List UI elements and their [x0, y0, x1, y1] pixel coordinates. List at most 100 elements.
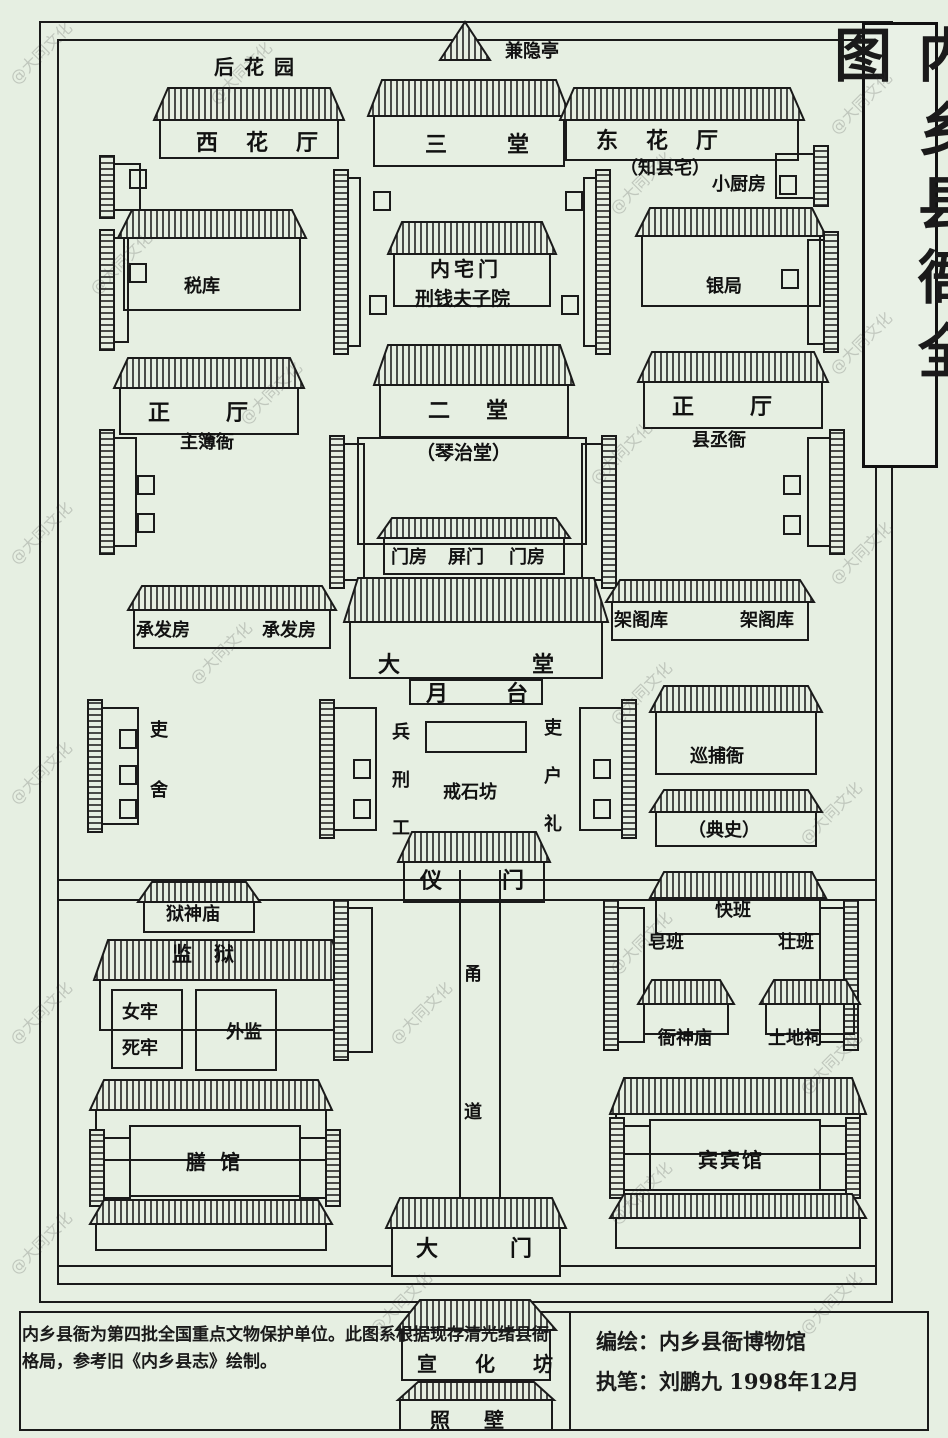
tu-di-ci-body — [765, 1003, 855, 1035]
label-jia-ge-ku-1: 架阁库 — [614, 610, 668, 631]
nei-zhai-men-roof — [386, 221, 558, 255]
cheng-fa-fang-roof — [126, 585, 338, 611]
window-6 — [119, 799, 137, 819]
window-3 — [137, 513, 155, 533]
shui-ku-body — [123, 237, 301, 311]
window-9 — [593, 759, 611, 779]
nv-si-lao — [111, 989, 183, 1069]
window-1 — [129, 263, 147, 283]
dian-shi-roof — [648, 789, 824, 813]
label-dian-shi: （典史） — [688, 820, 760, 841]
label-xi-hua-ting: 西花厅 — [196, 130, 347, 156]
shan-guan-right-roof — [325, 1129, 341, 1207]
dong-hua-ting-body — [565, 119, 799, 161]
map-artwork — [19, 20, 929, 1431]
jie-shi-fang — [425, 721, 527, 753]
window-8 — [353, 799, 371, 819]
zhu-bu-wing-roof — [99, 429, 115, 555]
er-tang-roof — [372, 344, 576, 386]
shan-guan-right-body — [299, 1137, 327, 1199]
xi-hua-ting-body — [159, 119, 339, 159]
zheng-ting-left-body — [119, 387, 299, 435]
label-jie-shi-fang: 戒石坊 — [443, 782, 497, 803]
xi-hua-ting-roof — [152, 87, 346, 121]
label-zhi-xian-zhai: （知县宅） — [620, 158, 710, 179]
yu-shen-miao-roof — [136, 881, 262, 903]
label-nv-lao: 女牢 — [122, 1002, 158, 1023]
window-7 — [353, 759, 371, 779]
tu-di-ci-roof — [758, 979, 862, 1005]
label-men-fang-right: 门房 — [509, 547, 545, 568]
san-tang-body — [373, 115, 565, 167]
label-jian-yin-ting: 兼隐亭 — [505, 41, 559, 62]
er-tang-left-wing-body — [343, 443, 365, 581]
label-kuai-ban: 快班 — [715, 900, 751, 921]
bin-guan-body — [649, 1119, 821, 1191]
zhao-bi-roof — [395, 1381, 557, 1401]
inner-right-wing-body — [583, 177, 597, 347]
label-zhu-bu-ya: 主簿衙 — [180, 432, 234, 453]
label-da-tang: 大堂 — [378, 652, 687, 678]
window-10 — [593, 799, 611, 819]
bin-guan-bottom-body — [615, 1217, 861, 1249]
label-zhao-bi: 照壁 — [430, 1408, 538, 1432]
ya-shen-miao-roof — [636, 979, 736, 1005]
kuai-ban-roof — [648, 871, 828, 899]
jian-yin-ting-roof — [438, 20, 492, 61]
label-zhuang-ban: 壮班 — [778, 932, 814, 953]
da-tang-body — [349, 621, 603, 679]
xian-cheng-wing-body — [807, 437, 831, 547]
window-11 — [779, 175, 797, 195]
ping-men-body — [383, 537, 565, 575]
window-17 — [373, 191, 391, 211]
zhao-bi-body — [399, 1399, 553, 1431]
label-yong-dao: 甬道 — [461, 964, 482, 1240]
xun-bu-ya-roof — [648, 685, 824, 713]
left-wing-top-roof — [99, 155, 115, 219]
bin-guan-top-roof — [608, 1077, 868, 1115]
label-ping-men: 屏门 — [448, 547, 484, 568]
jia-ge-ku-roof — [604, 579, 816, 603]
label-wai-jian: 外监 — [226, 1022, 262, 1043]
window-13 — [783, 475, 801, 495]
label-yin-ju: 银局 — [706, 276, 742, 297]
label-zao-ban: 皂班 — [648, 932, 684, 953]
window-16 — [561, 295, 579, 315]
yin-ju-body — [641, 235, 821, 307]
yin-ju-roof — [634, 207, 828, 237]
label-li-hu-li: 吏户礼 — [541, 718, 562, 862]
label-hou-hua-yuan: 后花园 — [214, 55, 304, 79]
shan-guan-bottom-body — [95, 1223, 327, 1251]
zheng-ting-right-roof — [636, 351, 830, 383]
window-18 — [565, 191, 583, 211]
yue-tai — [409, 679, 543, 705]
label-zheng-ting-left: 正厅 — [148, 400, 305, 426]
li-she-wing-roof — [87, 699, 103, 833]
bin-guan-right-roof — [845, 1117, 861, 1199]
window-12 — [781, 269, 799, 289]
label-yi-men: 仪门 — [420, 868, 585, 894]
nei-zhai-men-body — [393, 253, 551, 307]
label-tu-di-ci: 土地祠 — [768, 1028, 822, 1049]
er-tang-court — [357, 437, 587, 545]
yi-men-roof — [396, 831, 552, 863]
window-2 — [137, 475, 155, 495]
xun-bu-ya-body — [655, 711, 817, 775]
yu-shen-miao-body — [143, 901, 255, 933]
map-title: 内乡县衙全图 — [824, 25, 948, 395]
map-title-box: 内乡县衙全图 — [824, 22, 948, 468]
da-tang-roof — [342, 577, 610, 623]
window-15 — [369, 295, 387, 315]
label-yu-shen-miao: 狱神庙 — [166, 904, 220, 925]
label-li-she: 吏舍 — [147, 720, 168, 840]
dian-shi-body — [655, 811, 817, 847]
xuan-hua-fang-body — [401, 1329, 551, 1381]
label-si-lao: 死牢 — [122, 1038, 158, 1059]
san-tang-roof — [366, 79, 572, 117]
label-bing-xing-gong: 兵刑工 — [389, 722, 410, 866]
shan-guan-bottom-roof — [88, 1199, 334, 1225]
shan-guan-left-roof — [89, 1129, 105, 1207]
da-men-body — [391, 1227, 561, 1277]
label-xian-cheng-ya: 县丞衙 — [692, 430, 746, 451]
